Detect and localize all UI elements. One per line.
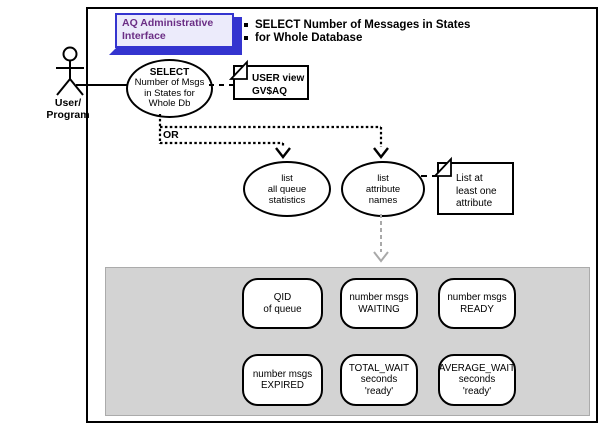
note-user-view: USER view GV$AQ [233,65,309,100]
figure-title: SELECT Number of Messages in States for … [244,19,470,45]
attribute-box-qid: QID of queue [242,278,323,329]
attribute-box-waiting: number msgs WAITING [340,278,418,329]
actor-head [62,46,78,62]
figure-frame [86,7,598,423]
bullet-icon [244,23,248,27]
title-line: SELECT Number of Messages in States [244,19,470,32]
attribute-box-expired: number msgs EXPIRED [242,354,323,406]
aq-box-shadow-bottom [109,47,242,55]
actor-stick-figure [56,46,84,96]
aq-admin-interface-box: AQ Administrative Interface [109,13,242,55]
attribute-box-ready: number msgs READY [438,278,516,329]
attribute-box-average-wait: AVERAGE_WAIT seconds 'ready' [438,354,516,406]
title-line: for Whole Database [244,32,470,45]
usecase-list-attribute-names: list attribute names [341,161,425,217]
bullet-icon [244,36,248,40]
or-label: OR [163,129,179,141]
aq-box-label: AQ Administrative Interface [122,17,214,42]
actor-label: User/ Program [46,97,90,121]
aq-box-shadow-right [234,17,242,53]
usecase-list-queue-statistics: list all queue statistics [243,161,331,217]
note-list-attributes: List at least one attribute [437,162,514,215]
usecase-select-msgs: SELECT Number of Msgs in States for Whol… [126,59,213,118]
attribute-box-total-wait: TOTAL_WAIT seconds 'ready' [340,354,418,406]
